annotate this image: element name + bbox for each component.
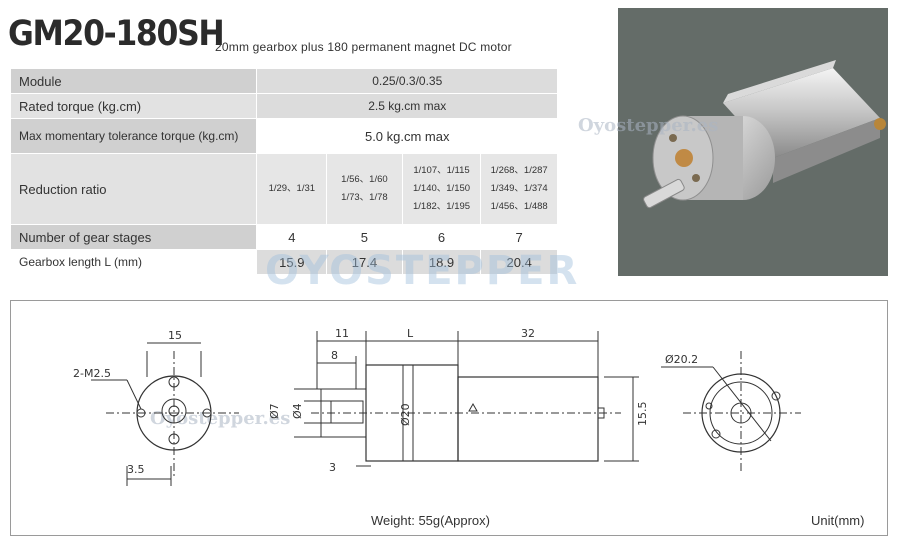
dim-front-width: 15 [168,329,182,342]
ratio-item: 1/56、1/60 [341,174,388,185]
ratio-item: 1/107、1/115 [413,165,470,176]
gear-stages-label: Number of gear stages [11,225,257,249]
module-value: 0.25/0.3/0.35 [257,69,557,93]
dim-screw: 2-M2.5 [73,367,111,380]
model-title: GM20-180SH [8,14,225,54]
technical-drawing: 15 2-M2.5 3.5 11 L 32 8 Ø7 Ø4 Ø20 3 15.5… [10,300,888,536]
dim-shaft-d: Ø4 [291,403,304,419]
max-torque-value: 5.0 kg.cm max [257,119,557,153]
max-torque-label: Max momentary tolerance torque (kg.cm) [11,119,257,153]
gear-stages-value: 7 [481,225,557,249]
spec-row-gearbox-length: Gearbox length L (mm) 15.9 17.4 18.9 20.… [11,250,557,274]
model-subtitle: 20mm gearbox plus 180 permanent magnet D… [215,40,512,54]
gear-stages-value: 4 [257,225,327,249]
dim-body-d: Ø20 [399,403,412,426]
product-photo [618,8,888,276]
dim-motor-h: 15.5 [636,402,649,427]
ratio-item: 1/29、1/31 [268,183,316,194]
ratio-item: 1/140、1/150 [413,183,471,194]
dim-shaft-len: 11 [335,327,349,340]
ratio-item: 1/182、1/195 [413,201,471,212]
dim-end-d: Ø20.2 [665,353,698,366]
spec-row-reduction: Reduction ratio 1/29、1/31 1/56、1/60 1/73… [11,154,557,224]
gearbox-length-value: 15.9 [257,250,327,274]
ratio-item: 1/73、1/78 [341,192,388,203]
dim-offset: 3.5 [127,463,145,476]
dim-gap: 3 [329,461,336,474]
spec-row-gear-stages: Number of gear stages 4 5 6 7 [11,225,557,249]
gearbox-length-value: 17.4 [327,250,402,274]
module-label: Module [11,69,257,93]
front-view [91,342,239,486]
unit-note: Unit(mm) [811,513,865,528]
reduction-group-5: 1/56、1/60 1/73、1/78 [327,154,402,224]
side-view [294,331,639,467]
watermark-big: OYOSTEPPER [265,248,580,294]
spec-row-rated-torque: Rated torque (kg.cm) 2.5 kg.cm max [11,94,557,118]
reduction-group-4: 1/29、1/31 [257,154,327,224]
gearbox-length-value: 18.9 [402,250,481,274]
spec-row-module: Module 0.25/0.3/0.35 [11,69,557,93]
reduction-group-6: 1/107、1/115 1/140、1/150 1/182、1/195 [402,154,481,224]
ratio-item: 1/268、1/287 [490,165,548,176]
end-view [661,351,801,473]
gearbox-length-label: Gearbox length L (mm) [11,250,257,274]
spec-row-max-torque: Max momentary tolerance torque (kg.cm) 5… [11,119,557,153]
spec-table: Module 0.25/0.3/0.35 Rated torque (kg.cm… [10,68,558,275]
dim-motor-len: 32 [521,327,535,340]
reduction-group-7: 1/268、1/287 1/349、1/374 1/456、1/488 [481,154,557,224]
watermark-small: Oyostepper.es [150,408,291,429]
dim-flat-d: Ø7 [268,403,281,419]
reduction-label: Reduction ratio [11,154,257,224]
gear-stages-value: 5 [327,225,402,249]
ratio-item: 1/349、1/374 [490,183,548,194]
watermark-small: Oyostepper.es [578,115,719,136]
gearbox-length-value: 20.4 [481,250,557,274]
rated-torque-label: Rated torque (kg.cm) [11,94,257,118]
gear-stages-value: 6 [402,225,481,249]
rated-torque-value: 2.5 kg.cm max [257,94,557,118]
dim-gear-len: L [407,327,414,340]
ratio-item: 1/456、1/488 [490,201,548,212]
weight-note: Weight: 55g(Approx) [371,513,490,528]
dim-flat-len: 8 [331,349,338,362]
